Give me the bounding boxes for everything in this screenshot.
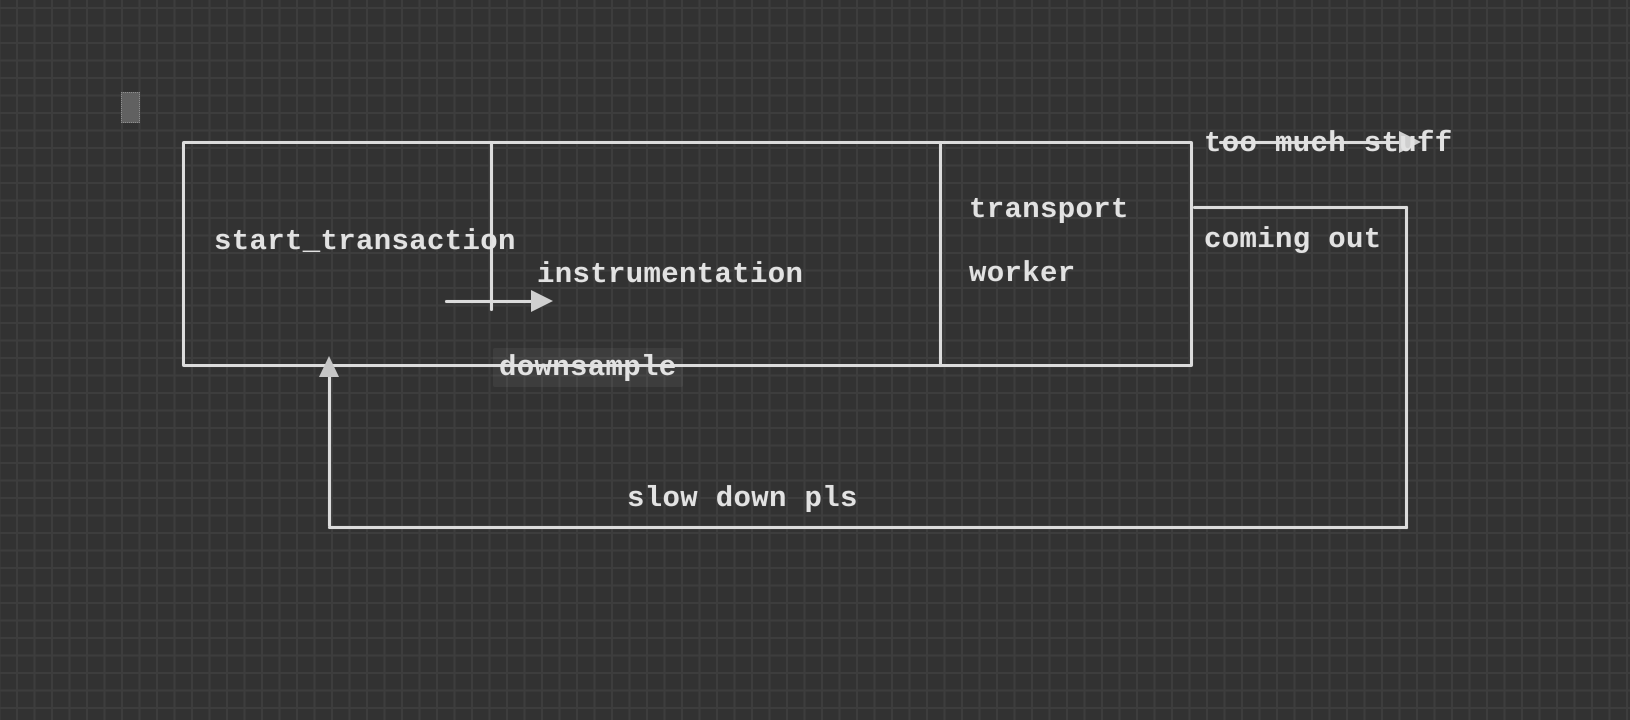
downsample-arrow-line (445, 300, 533, 303)
label-transport[interactable]: transport (969, 193, 1129, 226)
selection-cursor-block (121, 92, 140, 123)
label-output-note-line2: coming out (1204, 223, 1382, 256)
label-feedback[interactable]: slow down pls (627, 482, 858, 515)
output-arrowhead-icon (1399, 131, 1421, 153)
output-arrow-line (1219, 141, 1400, 144)
feedback-loop-top-segment (1193, 206, 1408, 209)
downsample-arrowhead-icon (531, 290, 553, 312)
label-start-transaction[interactable]: start_transaction (214, 225, 516, 258)
feedback-arrowhead-icon (319, 356, 339, 377)
label-instrumentation[interactable]: instrumentation (537, 258, 804, 291)
feedback-loop-bottom-segment (328, 526, 1408, 529)
stage-divider-transport (939, 141, 942, 367)
feedback-loop-right-segment (1405, 206, 1408, 529)
pipeline-box-outline (182, 141, 1193, 367)
label-downsample-text: downsample (493, 348, 683, 387)
label-output-note-line1: too much stuff (1204, 127, 1453, 160)
feedback-loop-left-segment (328, 375, 331, 527)
label-downsample[interactable]: downsample (422, 320, 683, 416)
label-worker[interactable]: worker (969, 257, 1076, 290)
label-output-note[interactable]: too much stuff coming out (1204, 64, 1453, 320)
stage-divider-start (490, 141, 493, 311)
